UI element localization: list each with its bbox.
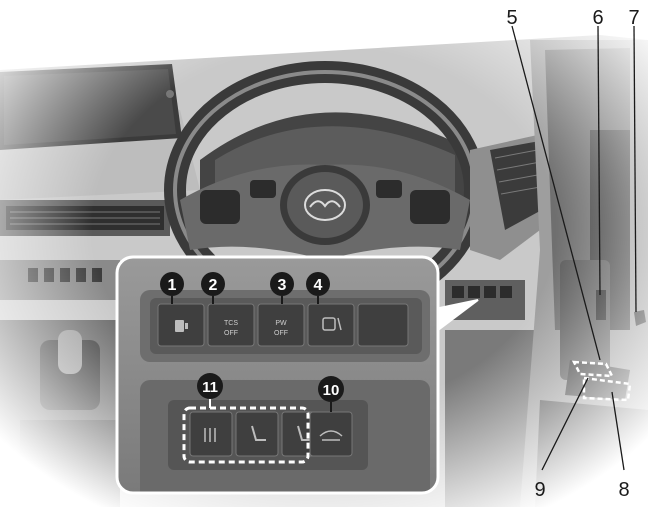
callout-9: 9	[534, 479, 545, 501]
switch-panel-inset: TCS OFF PW OFF	[115, 255, 479, 495]
callout-6: 6	[592, 7, 603, 29]
door-switch-outlines	[571, 360, 632, 402]
callout-2: 2	[201, 272, 225, 304]
lane-keep-switch[interactable]	[307, 303, 355, 347]
callout-4: 4	[306, 272, 330, 304]
callout-5: 5	[506, 7, 517, 29]
tcs-off-label: OFF	[224, 330, 238, 337]
blank-switch	[357, 303, 409, 347]
callout-11: 11	[197, 373, 223, 399]
seat-heater-switch[interactable]	[189, 411, 233, 457]
seat-heater-icon	[204, 428, 216, 442]
svg-text:2: 2	[209, 277, 218, 294]
pw-label: PW	[275, 320, 287, 327]
leader-lines	[511, 25, 637, 471]
svg-text:11: 11	[202, 379, 218, 396]
seat-icon	[297, 425, 312, 441]
pw-off-label: OFF	[274, 330, 288, 337]
svg-text:4: 4	[314, 277, 323, 294]
tcs-label: TCS	[224, 320, 238, 327]
seat-icon	[251, 425, 266, 441]
svg-text:3: 3	[278, 277, 287, 294]
fuel-lid-switch[interactable]	[157, 303, 205, 347]
fuel-lid-icon	[175, 320, 188, 332]
callout-8: 8	[618, 479, 629, 501]
svg-text:1: 1	[168, 277, 177, 294]
callout-1: 1	[160, 272, 184, 304]
svg-text:10: 10	[323, 382, 340, 399]
tailgate-icon	[319, 430, 343, 441]
pw-off-switch[interactable]: PW OFF	[257, 303, 305, 347]
seat-heater-left-switch[interactable]	[235, 411, 279, 457]
lane-keep-icon	[322, 317, 342, 331]
tcs-off-switch[interactable]: TCS OFF	[207, 303, 255, 347]
group-11-outline	[182, 406, 310, 464]
callout-10: 10	[318, 376, 344, 412]
callout-7: 7	[628, 7, 639, 29]
callout-3: 3	[270, 272, 294, 304]
tailgate-switch[interactable]	[309, 411, 353, 457]
